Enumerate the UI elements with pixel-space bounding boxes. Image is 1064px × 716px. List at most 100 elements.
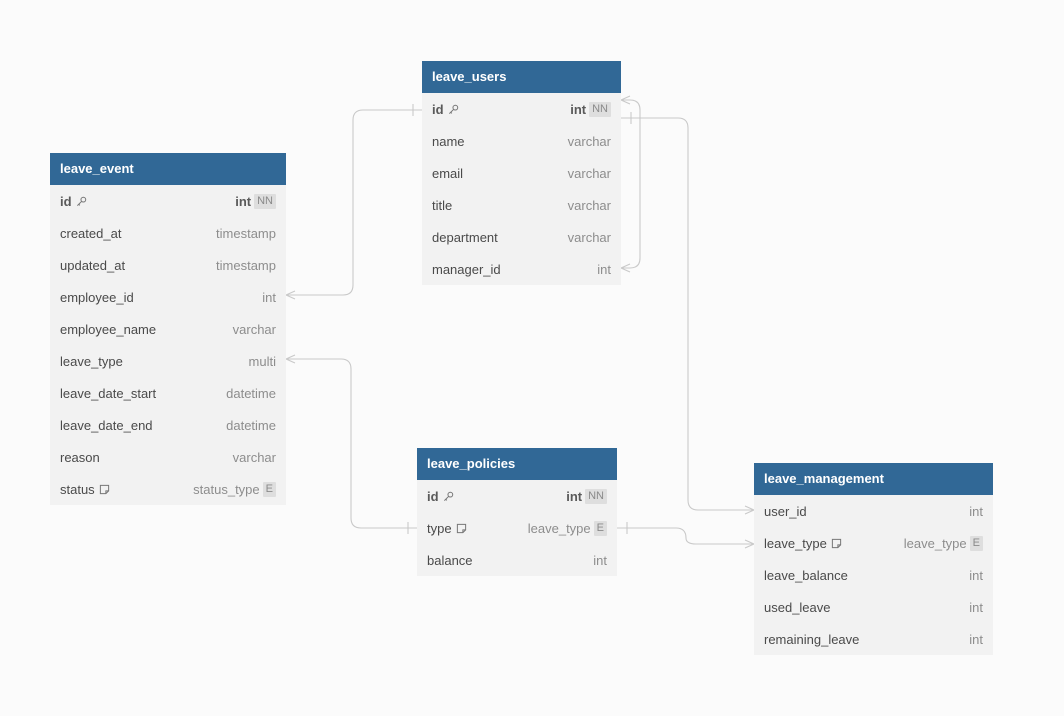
column-name: title [432, 197, 453, 213]
column-row[interactable]: balance int [417, 544, 617, 576]
column-name-cell: name [432, 134, 568, 149]
column-type-cell: timestamp [216, 258, 276, 273]
column-row[interactable]: leave_date_end datetime [50, 409, 286, 441]
column-name: used_leave [764, 599, 831, 615]
column-type: varchar [232, 449, 276, 465]
column-row[interactable]: email varchar [422, 157, 621, 189]
column-name-cell: title [432, 198, 568, 213]
column-name-cell: status [60, 482, 193, 497]
column-name: created_at [60, 225, 122, 241]
column-name: leave_date_start [60, 385, 157, 401]
column-row[interactable]: used_leave int [754, 591, 993, 623]
column-name: leave_type [60, 353, 123, 369]
column-type-cell: int [597, 262, 611, 277]
column-type: int [566, 488, 583, 504]
column-name-cell: department [432, 230, 568, 245]
note-icon [456, 523, 467, 534]
column-type-cell: datetime [226, 386, 276, 401]
column-name: email [432, 165, 464, 181]
column-type: datetime [226, 417, 276, 433]
column-name: remaining_leave [764, 631, 860, 647]
column-name: type [427, 520, 452, 536]
column-name-cell: reason [60, 450, 233, 465]
column-row[interactable]: leave_date_start datetime [50, 377, 286, 409]
column-type: timestamp [216, 257, 276, 273]
constraint-badge: E [593, 520, 607, 536]
column-row[interactable]: employee_id int [50, 281, 286, 313]
rel-eventtype-to-policy [286, 358, 418, 529]
column-name-cell: user_id [764, 504, 969, 519]
column-name: status [60, 481, 95, 497]
column-name: department [432, 229, 498, 245]
column-name-cell: id [60, 194, 235, 209]
column-type: int [969, 599, 983, 615]
column-name: balance [427, 552, 473, 568]
column-type: int [597, 261, 611, 277]
column-type: int [570, 101, 587, 117]
column-name-cell: updated_at [60, 258, 216, 273]
column-name: leave_date_end [60, 417, 153, 433]
table-title: leave_users [422, 61, 621, 93]
column-type-cell: varchar [568, 134, 611, 149]
column-name: id [432, 101, 444, 117]
column-name: name [432, 133, 465, 149]
column-row[interactable]: name varchar [422, 125, 621, 157]
column-type: int [593, 552, 607, 568]
crowfoot-marker [744, 539, 756, 549]
column-type-cell: varchar [568, 230, 611, 245]
column-row[interactable]: department varchar [422, 221, 621, 253]
column-type: status_type [193, 481, 260, 497]
column-type: leave_type [903, 535, 967, 551]
column-name: leave_type [764, 535, 827, 551]
column-name-cell: used_leave [764, 600, 969, 615]
column-type: varchar [567, 133, 611, 149]
key-icon [443, 491, 454, 502]
column-type: multi [248, 353, 276, 369]
column-type-cell: int [593, 553, 607, 568]
column-name-cell: manager_id [432, 262, 597, 277]
column-name-cell: leave_date_start [60, 386, 226, 401]
rel-managementtype-to-policy [617, 527, 754, 545]
rel-manager-self [621, 99, 641, 269]
column-type-cell: int [969, 600, 983, 615]
column-row[interactable]: created_at timestamp [50, 217, 286, 249]
column-type: timestamp [216, 225, 276, 241]
crowfoot-marker [619, 95, 631, 105]
constraint-badge: NN [254, 193, 276, 209]
rel-management-to-user [621, 117, 754, 511]
column-type: varchar [567, 165, 611, 181]
constraint-badge: E [262, 481, 276, 497]
column-name: employee_id [60, 289, 134, 305]
note-icon [831, 538, 842, 549]
crowfoot-marker [284, 290, 296, 300]
column-type-cell: datetime [226, 418, 276, 433]
table-title: leave_policies [417, 448, 617, 480]
column-type-cell: varchar [233, 450, 276, 465]
column-type: int [969, 631, 983, 647]
column-row[interactable]: remaining_leave int [754, 623, 993, 655]
column-type: int [262, 289, 276, 305]
column-row[interactable]: leave_type multi [50, 345, 286, 377]
column-type-cell: timestamp [216, 226, 276, 241]
constraint-badge: E [969, 535, 983, 551]
